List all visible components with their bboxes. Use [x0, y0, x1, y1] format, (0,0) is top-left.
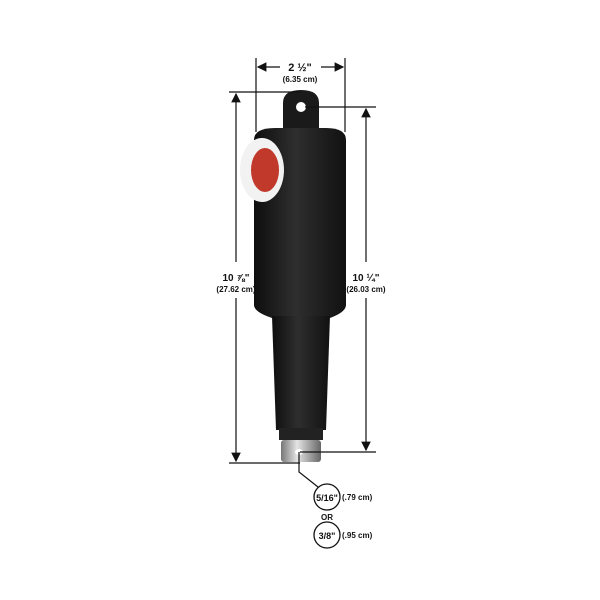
or-label: OR [321, 513, 333, 522]
pin-to-pin-imperial: 10 ¼" [353, 273, 380, 284]
eyelet-hole [296, 102, 306, 112]
pin-option-1-circle [313, 483, 341, 511]
actuator-body [240, 90, 346, 462]
pin-option-2-circle [313, 521, 341, 549]
width-metric: (6.35 cm) [283, 75, 318, 84]
overall-length-dimension [229, 91, 300, 464]
brand-logo-center [251, 148, 279, 192]
overall-length-imperial: 10 ⅞" [223, 273, 250, 284]
overall-length-metric: (27.62 cm) [216, 285, 255, 294]
pin-option-1-metric: (.79 cm) [342, 493, 373, 502]
pin-option-2-imperial: 3/8" [319, 531, 336, 541]
pin-option-2-metric: (.95 cm) [342, 531, 373, 540]
pin-to-pin-dimension [300, 106, 376, 453]
rod-tube [272, 316, 330, 430]
width-dimension [255, 58, 346, 132]
width-imperial: 2 ½" [288, 62, 312, 74]
pin-to-pin-metric: (26.03 cm) [346, 285, 385, 294]
pin-leader-line [298, 452, 319, 488]
rod-collar [279, 428, 323, 440]
pin-option-1-imperial: 5/16" [316, 493, 338, 503]
